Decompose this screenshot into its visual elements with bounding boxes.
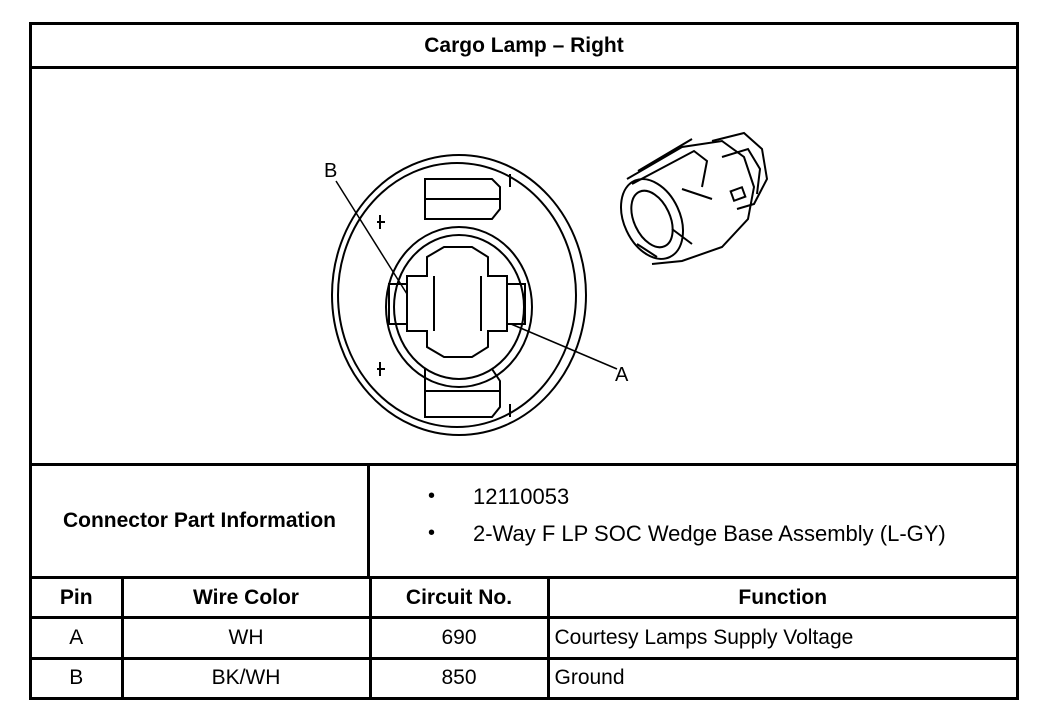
connector-part-info-label: Connector Part Information bbox=[32, 466, 370, 576]
cell-function: Ground bbox=[546, 656, 1016, 697]
cell-wire-color: WH bbox=[120, 616, 372, 660]
cell-pin: B bbox=[32, 656, 124, 697]
cell-wire-color: BK/WH bbox=[120, 656, 372, 697]
pin-table: Pin Wire Color Circuit No. Function A WH… bbox=[32, 579, 1016, 697]
callout-b-label: B bbox=[324, 160, 337, 182]
connector-isometric-drawing bbox=[620, 131, 769, 265]
connector-figure: B A bbox=[32, 69, 1016, 463]
header-function: Function bbox=[546, 579, 1016, 620]
header-circuit-no: Circuit No. bbox=[368, 579, 550, 620]
bullet-icon: • bbox=[428, 522, 436, 544]
bullet-icon: • bbox=[428, 485, 436, 507]
cell-circuit-no: 850 bbox=[368, 656, 550, 697]
connector-part-info: Connector Part Information • 12110053 • … bbox=[32, 463, 1016, 579]
header-pin: Pin bbox=[32, 579, 124, 620]
list-item: • 2-Way F LP SOC Wedge Base Assembly (L-… bbox=[370, 515, 1016, 552]
callout-a-label: A bbox=[615, 364, 629, 386]
page-title: Cargo Lamp – Right bbox=[32, 25, 1016, 69]
cell-pin: A bbox=[32, 616, 124, 660]
leader-b bbox=[335, 180, 408, 295]
header-wire-color: Wire Color bbox=[120, 579, 372, 620]
connector-part-info-list: • 12110053 • 2-Way F LP SOC Wedge Base A… bbox=[370, 466, 1016, 588]
list-item: • 12110053 bbox=[370, 478, 1016, 515]
cell-function: Courtesy Lamps Supply Voltage bbox=[546, 616, 1016, 660]
table-row: B BK/WH 850 Ground bbox=[32, 656, 1016, 697]
callout-leaders bbox=[335, 180, 618, 370]
cell-circuit-no: 690 bbox=[368, 616, 550, 660]
connector-diagram: B A bbox=[324, 131, 769, 436]
table-row: A WH 690 Courtesy Lamps Supply Voltage bbox=[32, 616, 1016, 660]
part-number: 12110053 bbox=[473, 484, 570, 509]
leader-a bbox=[510, 323, 618, 370]
connector-sheet: Cargo Lamp – Right bbox=[29, 22, 1019, 700]
part-description: 2-Way F LP SOC Wedge Base Assembly (L-GY… bbox=[473, 521, 946, 546]
table-header-row: Pin Wire Color Circuit No. Function bbox=[32, 579, 1016, 620]
connector-face-drawing bbox=[331, 154, 587, 436]
